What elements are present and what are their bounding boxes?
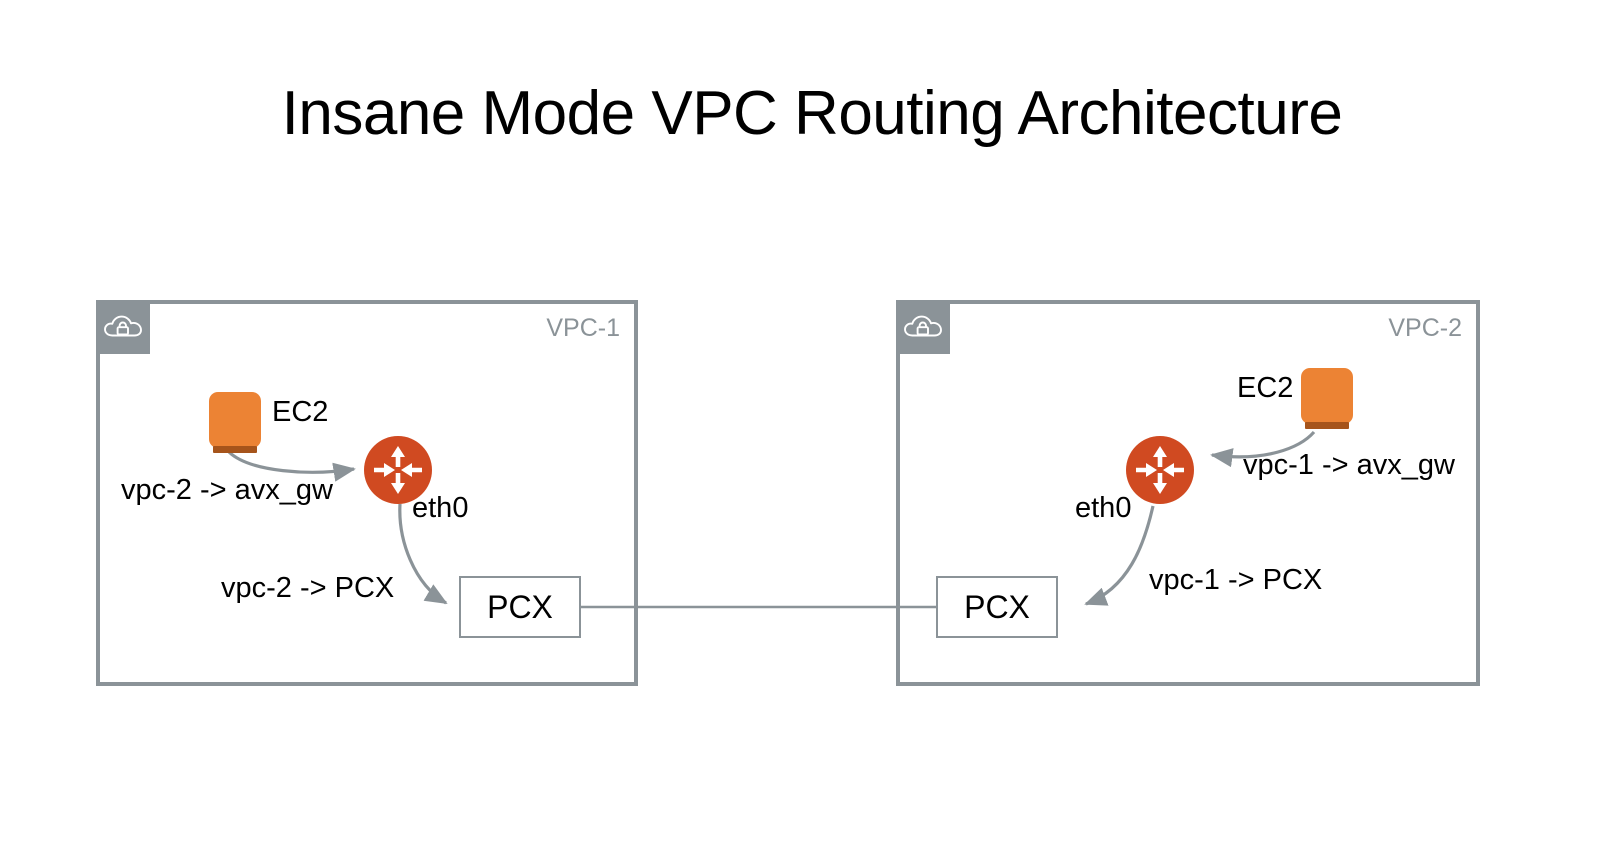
route-label-pcx-vpc1: vpc-2 -> PCX <box>221 572 395 604</box>
vpc-2-label: VPC-2 <box>1388 314 1462 342</box>
vpc-cloud-lock-icon <box>96 300 150 354</box>
router-icon <box>1126 436 1194 504</box>
ec2-body <box>1301 368 1353 424</box>
vpc-1-label: VPC-1 <box>546 314 620 342</box>
ec2-label-vpc1: EC2 <box>272 396 329 428</box>
eth0-label-vpc2: eth0 <box>1075 492 1132 524</box>
ec2-instance-icon <box>209 392 261 460</box>
eth0-label-vpc1: eth0 <box>412 492 469 524</box>
router-icon <box>364 436 432 504</box>
route-label-gateway-vpc2: vpc-1 -> avx_gw <box>1243 449 1455 481</box>
page-title: Insane Mode VPC Routing Architecture <box>281 79 1343 148</box>
ec2-label-vpc2: EC2 <box>1237 372 1294 404</box>
pcx-box-vpc1: PCX <box>459 576 581 638</box>
ec2-body <box>209 392 261 448</box>
ec2-base <box>1305 422 1349 429</box>
route-label-gateway-vpc1: vpc-2 -> avx_gw <box>121 474 333 506</box>
vpc-1-container: VPC-1 <box>96 300 638 686</box>
vpc-cloud-lock-icon <box>896 300 950 354</box>
ec2-instance-icon <box>1301 368 1353 436</box>
ec2-base <box>213 446 257 453</box>
pcx-box-vpc2: PCX <box>936 576 1058 638</box>
route-label-pcx-vpc2: vpc-1 -> PCX <box>1149 564 1323 596</box>
